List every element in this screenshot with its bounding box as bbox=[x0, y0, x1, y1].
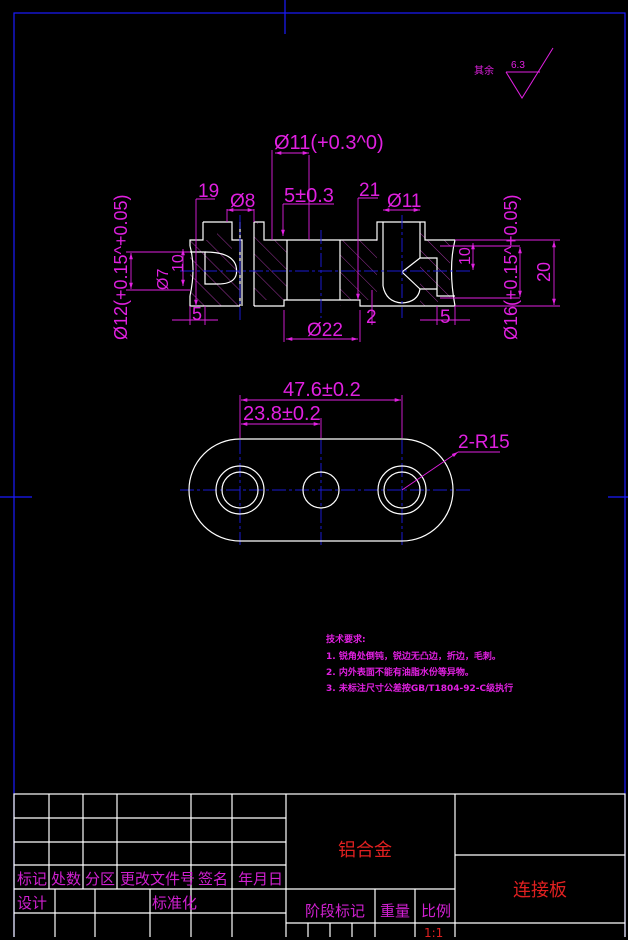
dim-chamfer-2: 2 bbox=[366, 307, 377, 328]
roughness-value: 6.3 bbox=[511, 60, 525, 71]
tb-header-mark: 标记 bbox=[17, 870, 48, 888]
dim-boss-22: Ø22 bbox=[307, 320, 343, 341]
tb-header-count: 处数 bbox=[51, 870, 82, 888]
dim-hole-11: Ø11 bbox=[387, 191, 422, 212]
dim-left-bore: Ø12(+0.15^+0.05) bbox=[111, 194, 131, 340]
dim-right-10: 10 bbox=[457, 247, 474, 265]
tb-scale-value: 1:1 bbox=[424, 926, 444, 940]
dim-thickness: 5±0.3 bbox=[284, 185, 334, 207]
dim-left-10: 10 bbox=[170, 254, 187, 272]
dim-19: 19 bbox=[198, 181, 219, 202]
dim-right-bore: Ø16(+0.15^+0.05) bbox=[501, 194, 521, 340]
section-dimension-labels: Ø11(+0.3^0) 19 Ø8 5±0.3 21 Ø11 Ø12(+0.15… bbox=[111, 132, 554, 341]
tb-header-signature: 签名 bbox=[198, 870, 229, 888]
dim-half-pitch: 23.8±0.2 bbox=[243, 403, 321, 425]
plan-dimension-lines bbox=[239, 395, 500, 491]
roughness-symbol-icon bbox=[505, 47, 554, 99]
tb-scale-label: 比例 bbox=[421, 902, 452, 920]
tb-header-change-doc: 更改文件号 bbox=[120, 870, 196, 888]
tech-req-heading: 技术要求: bbox=[326, 635, 366, 645]
roughness-label: 其余 bbox=[474, 64, 494, 77]
dim-hole-8: Ø8 bbox=[230, 191, 255, 212]
tb-stage-label: 阶段标记 bbox=[305, 902, 366, 920]
dim-right-5: 5 bbox=[440, 307, 451, 328]
plan-view bbox=[180, 438, 470, 545]
dim-end-radius: 2-R15 bbox=[458, 432, 510, 453]
tech-req-item-3: 3. 未标注尺寸公差按GB/T1804-92-C级执行 bbox=[326, 684, 514, 694]
tb-standardization-label: 标准化 bbox=[152, 894, 198, 912]
tb-part-name: 连接板 bbox=[513, 880, 567, 901]
dim-left-small: Ø7 bbox=[155, 269, 172, 290]
dim-overall-pitch: 47.6±0.2 bbox=[283, 379, 361, 401]
tb-weight-label: 重量 bbox=[380, 902, 411, 920]
tb-design-label: 设计 bbox=[17, 894, 48, 912]
dim-left-5: 5 bbox=[192, 304, 202, 324]
dim-overall-20: 20 bbox=[534, 262, 554, 282]
title-block-grid bbox=[13, 793, 626, 937]
tb-header-date: 年月日 bbox=[238, 870, 284, 888]
tb-header-zone: 分区 bbox=[85, 870, 116, 888]
section-dimension-lines bbox=[126, 150, 560, 342]
dim-21: 21 bbox=[359, 180, 380, 201]
tech-req-item-2: 2. 内外表面不能有油脂水份等异物。 bbox=[326, 668, 474, 678]
tb-material: 铝合金 bbox=[338, 840, 392, 861]
section-view bbox=[180, 215, 470, 320]
tech-req-item-1: 1. 锐角处倒钝，锐边无凸边，折边，毛刺。 bbox=[326, 652, 501, 662]
dim-bore-center: Ø11(+0.3^0) bbox=[274, 132, 384, 154]
